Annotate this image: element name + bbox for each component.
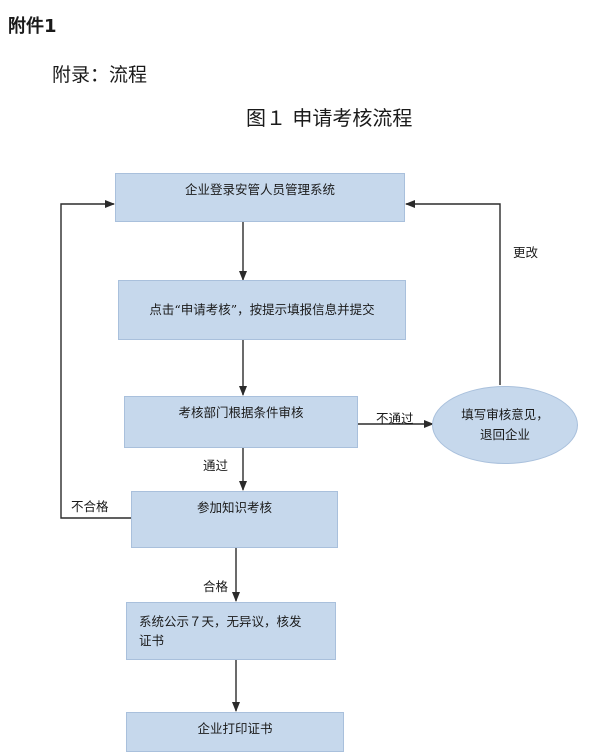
node-print: 企业打印证书 [126, 712, 344, 752]
node-feedback: 填写审核意见， 退回企业 [432, 386, 578, 464]
attachment-label: 附件1 [8, 16, 57, 37]
node-review: 考核部门根据条件审核 [124, 396, 358, 448]
edge-label-revise: 更改 [513, 245, 539, 260]
arrow-fail-to-login [60, 200, 131, 519]
node-apply: 点击“申请考核”，按提示填报信息并提交 [118, 280, 406, 340]
edge-label-qualified: 合格 [203, 579, 229, 594]
node-login: 企业登录安管人员管理系统 [115, 173, 405, 222]
arrow-feedback-to-login [405, 200, 501, 385]
figure-title: 图１ 申请考核流程 [246, 106, 413, 130]
node-exam: 参加知识考核 [131, 491, 338, 548]
node-publicity: 系统公示７天，无异议，核发 证书 [126, 602, 336, 660]
appendix-heading: 附录：流程 [52, 64, 148, 86]
edge-label-fail: 不合格 [71, 499, 109, 514]
edge-label-pass: 通过 [203, 458, 229, 473]
edge-label-not-pass: 不通过 [376, 411, 414, 426]
